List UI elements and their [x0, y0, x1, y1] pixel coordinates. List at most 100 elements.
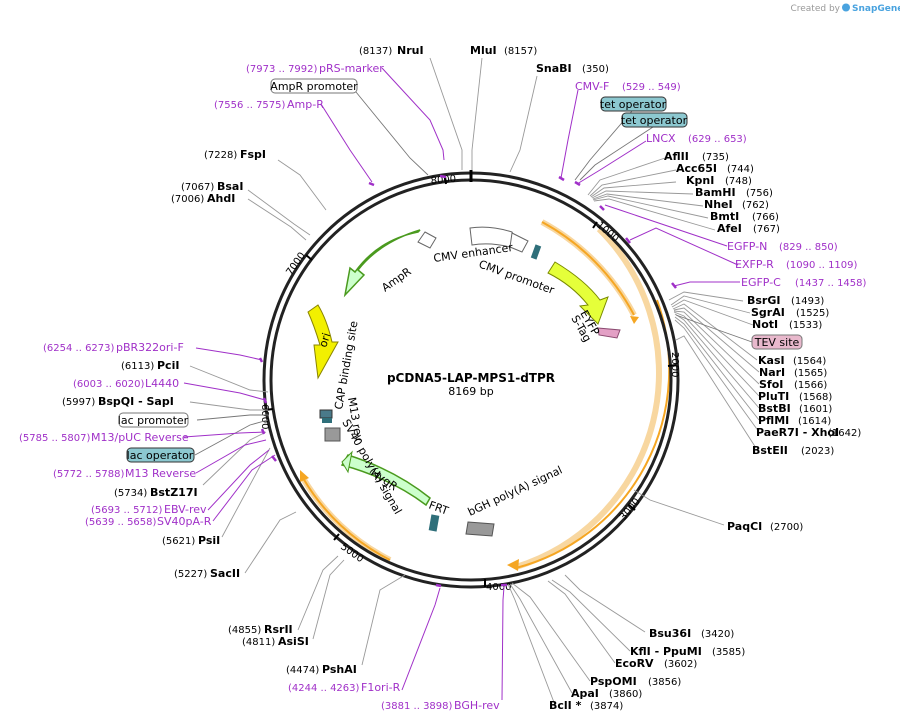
enzyme-bstz17i: BstZ17I: [150, 486, 198, 499]
label-bgh-polya: bGH poly(A) signal: [466, 464, 565, 519]
boxed-labels: AmpR promoter tet operator tet operator …: [118, 78, 803, 463]
tet-box: [530, 244, 542, 260]
tick-label-2000: 2000: [669, 352, 680, 377]
orange-arc-2-line: [515, 299, 671, 569]
enzyme-pflmi: PflMI: [758, 414, 789, 427]
primer-pos-m13-puc-reverse: (5785 .. 5807): [19, 433, 91, 444]
enzyme-bsai: BsaI: [217, 180, 243, 193]
enzyme-kfli-ppumi: KflI - PpuMI: [630, 645, 702, 658]
orange-arc-1-arrow: [630, 316, 639, 324]
label-cmv-promoter: CMV promoter: [477, 258, 556, 297]
enzyme-pos-asisi: (4811): [242, 637, 275, 648]
orange-arc-2-arrow: [507, 559, 519, 571]
primer-cmv-f: CMV-F: [575, 80, 609, 93]
enzyme-pos-pflmi: (1614): [798, 416, 831, 427]
enzyme-pos-bsai: (7067): [181, 182, 214, 193]
enzyme-pos-sacii: (5227): [174, 569, 207, 580]
credit-prefix: Created by: [790, 4, 840, 14]
enzyme-pos-pluti: (1568): [799, 392, 832, 403]
box-tev-site: [751, 334, 803, 350]
enzyme-nari: NarI: [759, 366, 785, 379]
primer-pos-sv40pa-r: (5639 .. 5658): [85, 517, 157, 528]
enzyme-rsrii: RsrII: [264, 623, 293, 636]
cap-site-box: [319, 409, 333, 419]
box-tet-operator-2: [621, 112, 688, 128]
hygr-arrowhead: [341, 450, 353, 474]
enzyme-kasi: KasI: [758, 354, 785, 367]
primer-m13-puc-reverse: M13/pUC Reverse: [91, 431, 189, 444]
enzyme-bspqi-sapi: BspQI - SapI: [98, 395, 174, 408]
primer-pos-prs-marker: (7973 .. 7992): [246, 64, 318, 75]
enzyme-bsrgi: BsrGI: [747, 294, 780, 307]
primer-pos-exfp-r: (1090 .. 1109): [786, 260, 858, 271]
enzyme-kpni: KpnI: [686, 174, 714, 187]
enzyme-nrui: NruI: [397, 44, 424, 57]
cmv-promoter-arrow: [509, 232, 529, 253]
enzyme-pos-apai: (3860): [609, 689, 642, 700]
enzyme-pos-kfli-ppumi: (3585): [712, 647, 745, 658]
enzyme-pos-ecorv: (3602): [664, 659, 697, 670]
enzyme-paer7i-xhoi: PaeR7I - XhoI: [756, 426, 839, 439]
sv40-box: [324, 427, 341, 442]
primer-labels: (7973 .. 7992) pRS-marker (7556 .. 7575)…: [19, 62, 867, 712]
ori-arrow: [307, 304, 339, 380]
primer-pos-ebv-rev: (5693 .. 5712): [91, 505, 163, 516]
enzyme-pos-pcii: (6113): [121, 361, 154, 372]
enzyme-pos-kpni: (748): [725, 176, 752, 187]
label-ori: ori: [316, 331, 333, 349]
box-tet-operator-1: [600, 96, 667, 112]
primer-pos-egfp-n: (829 .. 850): [779, 242, 838, 253]
enzyme-fspi: FspI: [240, 148, 266, 161]
enzyme-pos-nhei: (762): [742, 200, 769, 211]
primer-marks: [258, 174, 677, 588]
label-frt: FRT: [427, 499, 450, 518]
enzyme-pcii: PciI: [157, 359, 179, 372]
frt-box: [428, 514, 440, 532]
primer-pos-m13-reverse: (5772 .. 5788): [53, 469, 125, 480]
orange-arc-3-arrow: [300, 470, 309, 482]
enzyme-pos-sfoi: (1566): [794, 380, 827, 391]
enzyme-pos-bstbi: (1601): [799, 404, 832, 415]
enzyme-pos-kasi: (1564): [793, 356, 826, 367]
primer-ebv-rev: EBV-rev: [164, 503, 207, 516]
primer-pos-egfp-c: (1437 .. 1458): [795, 278, 867, 289]
enzyme-pos-rsrii: (4855): [228, 625, 261, 636]
plasmid-name: pCDNA5-LAP-MPS1-dTPR: [387, 371, 555, 385]
enzyme-pos-aflii: (735): [702, 152, 729, 163]
primer-lncx: LNCX: [646, 132, 676, 145]
enzyme-pos-bcli: (3874): [590, 701, 623, 712]
label-lac-operator: lac operator: [127, 449, 194, 462]
enzyme-pos-bamhi: (756): [746, 188, 773, 199]
orange-arc-3-line: [302, 477, 391, 561]
orange-arc-1-line: [541, 221, 635, 316]
s-tag-arrow: [597, 327, 621, 339]
tick-label-8000: 8000: [430, 174, 456, 187]
ampr-promoter-arrow: [417, 231, 437, 249]
enzyme-sgrai: SgrAI: [751, 306, 785, 319]
enzyme-pos-noti: (1533): [789, 320, 822, 331]
enzyme-pos-snabi: (350): [582, 64, 609, 75]
enzyme-sfoi: SfoI: [759, 378, 783, 391]
primer-pos-pbr322ori-f: (6254 .. 6273): [43, 343, 115, 354]
primer-pos-l4440: (6003 .. 6020): [73, 379, 145, 390]
plasmid-size: 8169 bp: [448, 385, 493, 398]
enzyme-asisi: AsiSI: [278, 635, 309, 648]
enzyme-pos-mlui: (8157): [504, 46, 537, 57]
label-lac-promoter: lac promoter: [118, 414, 189, 427]
primer-pbr322ori-f: pBR322ori-F: [116, 341, 184, 354]
label-tet-operator-2: tet operator: [621, 114, 688, 127]
tick-label-6000: 6000: [259, 404, 270, 429]
primer-pos-amp-r: (7556 .. 7575): [214, 100, 286, 111]
leader-lines-boxes: [194, 91, 753, 456]
primer-m13-reverse: M13 Reverse: [125, 467, 196, 480]
label-tev-site: TEV site: [754, 336, 800, 349]
enzyme-pos-acc65i: (744): [727, 164, 754, 175]
primer-egfp-c: EGFP-C: [741, 276, 781, 289]
enzyme-bcli: BclI *: [549, 699, 582, 712]
enzyme-pos-bsrgi: (1493): [791, 296, 824, 307]
enzyme-pos-bstz17i: (5734): [114, 488, 147, 499]
orange-arc-2: [515, 226, 662, 570]
enzyme-ahdi: AhdI: [207, 192, 235, 205]
label-ampr-promoter: AmpR promoter: [270, 80, 358, 93]
